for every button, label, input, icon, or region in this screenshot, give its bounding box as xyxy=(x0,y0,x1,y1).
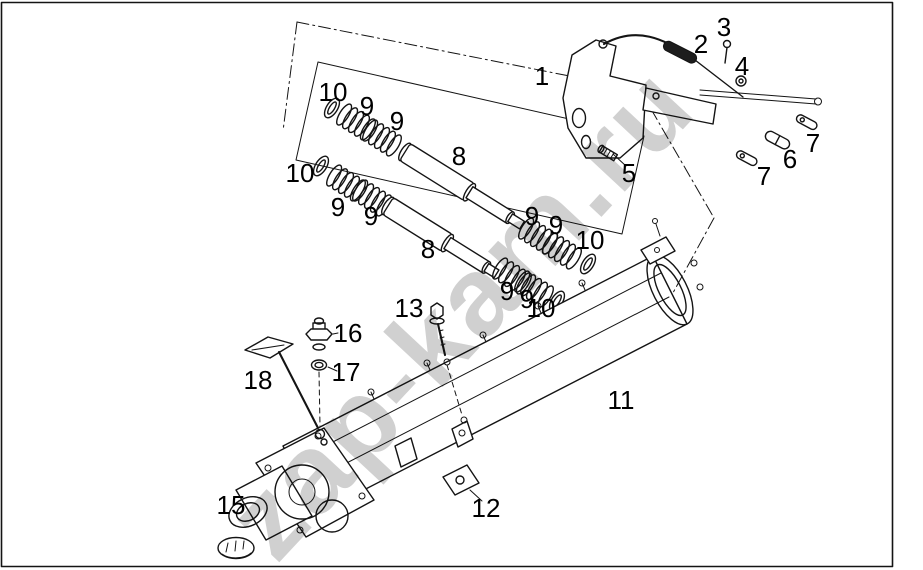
seal-ring-17 xyxy=(310,359,338,427)
pin-7b xyxy=(795,114,818,131)
top-bracket xyxy=(640,218,676,265)
diagram-border xyxy=(0,1,894,568)
o-ring-icon xyxy=(320,95,344,121)
bolt-13 xyxy=(429,302,468,424)
port-15 xyxy=(228,496,268,528)
cap-15 xyxy=(217,536,255,560)
spring-icon xyxy=(489,255,557,310)
pin-7a xyxy=(735,150,758,167)
control-lever xyxy=(598,34,744,98)
leader-line xyxy=(332,332,339,335)
lever-grip xyxy=(662,40,698,64)
link-rod xyxy=(699,89,822,106)
leader-line xyxy=(327,366,338,372)
kit-boundary-plate xyxy=(295,61,645,235)
pin-6 xyxy=(764,130,791,150)
mount-bracket xyxy=(562,39,717,159)
body-tabs xyxy=(394,420,474,468)
housing-bolts xyxy=(264,432,366,534)
left-housing xyxy=(217,427,375,560)
spool-rod-1 xyxy=(398,142,526,230)
valve-fitting-16 xyxy=(305,317,339,351)
screw-5 xyxy=(597,144,627,167)
handle-blade-18 xyxy=(244,336,328,446)
washer-4 xyxy=(735,75,747,87)
spool-rod-2 xyxy=(381,196,500,279)
screw-3 xyxy=(722,39,732,64)
spring-icon xyxy=(515,215,585,272)
bracket-12 xyxy=(442,464,483,502)
leader-line xyxy=(469,489,483,502)
leader-line xyxy=(612,153,627,167)
stud-bosses xyxy=(367,279,586,400)
spring-icon xyxy=(333,101,405,159)
